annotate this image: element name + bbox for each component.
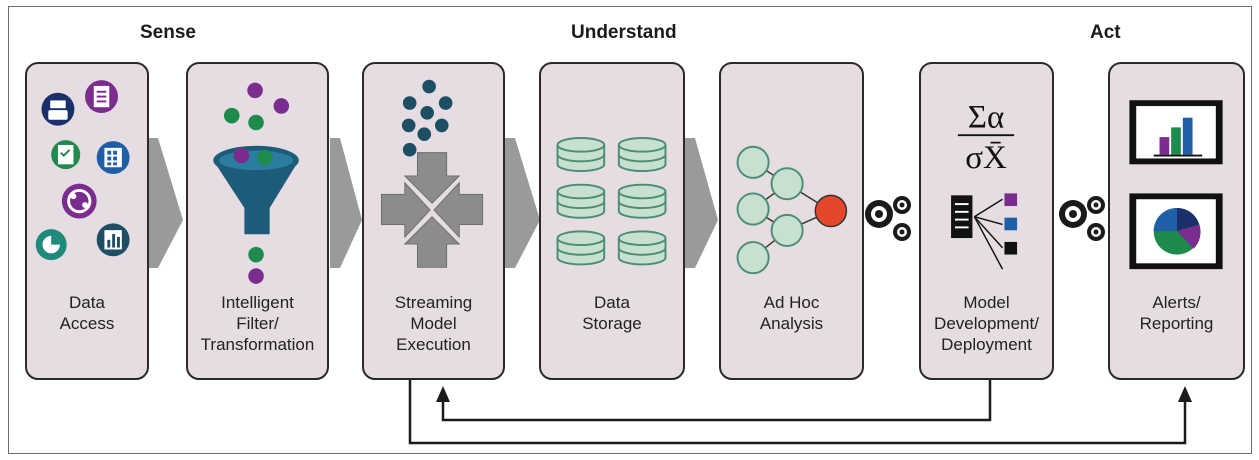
- card-model-development: Σα σX̄ Model Development/ Deployment: [919, 62, 1054, 380]
- formula-icon: Σα σX̄: [957, 99, 1015, 176]
- database-icon: [556, 137, 667, 266]
- card-streaming-model: Streaming Model Execution: [362, 62, 505, 380]
- monitor-bar-chart-icon: [1129, 100, 1223, 165]
- calculator-icon: [96, 141, 130, 174]
- checklist-icon: [51, 140, 81, 170]
- card-alerts-reporting: Alerts/ Reporting: [1108, 62, 1245, 380]
- flow-arrow-2: [330, 138, 362, 268]
- funnel-icon: [213, 145, 299, 235]
- phase-sense-label: Sense: [140, 22, 196, 43]
- card-label-model-development: Model Development/ Deployment: [934, 293, 1039, 354]
- card-label-data-storage: Data Storage: [582, 293, 642, 333]
- feedback-line-outer: [408, 378, 1187, 445]
- phase-understand-label: Understand: [571, 22, 677, 43]
- filter-art: [213, 82, 299, 284]
- list-routing-icon: [951, 193, 1018, 270]
- feedback-line-inner: [441, 378, 992, 422]
- feedback-arrowhead-inner: [436, 386, 450, 402]
- storage-art: [556, 137, 667, 266]
- card-ad-hoc-analysis: Ad Hoc Analysis: [719, 62, 864, 380]
- feedback-arrowhead-outer: [1178, 386, 1192, 402]
- card-label-streaming-model: Streaming Model Execution: [394, 293, 473, 354]
- bar-chart-icon: [96, 223, 130, 257]
- card-label-alerts-reporting: Alerts/ Reporting: [1139, 293, 1214, 333]
- data-access-icons: [35, 80, 130, 261]
- monitor-pie-chart-icon: [1129, 193, 1223, 270]
- document-icon: [41, 92, 75, 126]
- card-label-data-access: Data Access: [59, 293, 115, 333]
- node-graph-icon: [736, 145, 848, 275]
- card-intelligent-filter: Intelligent Filter/ Transformation: [186, 62, 329, 380]
- gears-icon: [865, 196, 911, 241]
- card-data-storage: Data Storage: [539, 62, 685, 380]
- formula-bottom: σX̄: [965, 140, 1007, 176]
- flow-arrow-4: [685, 138, 718, 268]
- flow-arrow-1: [148, 138, 183, 268]
- model-art: Σα σX̄: [951, 99, 1018, 270]
- card-label-ad-hoc-analysis: Ad Hoc Analysis: [759, 293, 824, 333]
- streaming-art: [381, 79, 484, 268]
- merge-arrows-icon: [381, 152, 484, 268]
- formula-top: Σα: [968, 99, 1004, 135]
- card-label-intelligent-filter: Intelligent Filter/ Transformation: [200, 293, 315, 354]
- network-icon: [61, 183, 97, 219]
- flow-arrow-3: [505, 138, 540, 268]
- card-data-access: Data Access: [25, 62, 149, 380]
- document-icon-2: [85, 80, 118, 114]
- pie-chart-icon: [35, 229, 67, 261]
- phase-act-label: Act: [1090, 22, 1121, 43]
- diagram-frame: [8, 6, 1252, 454]
- alerts-art: [1129, 100, 1223, 270]
- gears-icon-2: [1059, 196, 1105, 241]
